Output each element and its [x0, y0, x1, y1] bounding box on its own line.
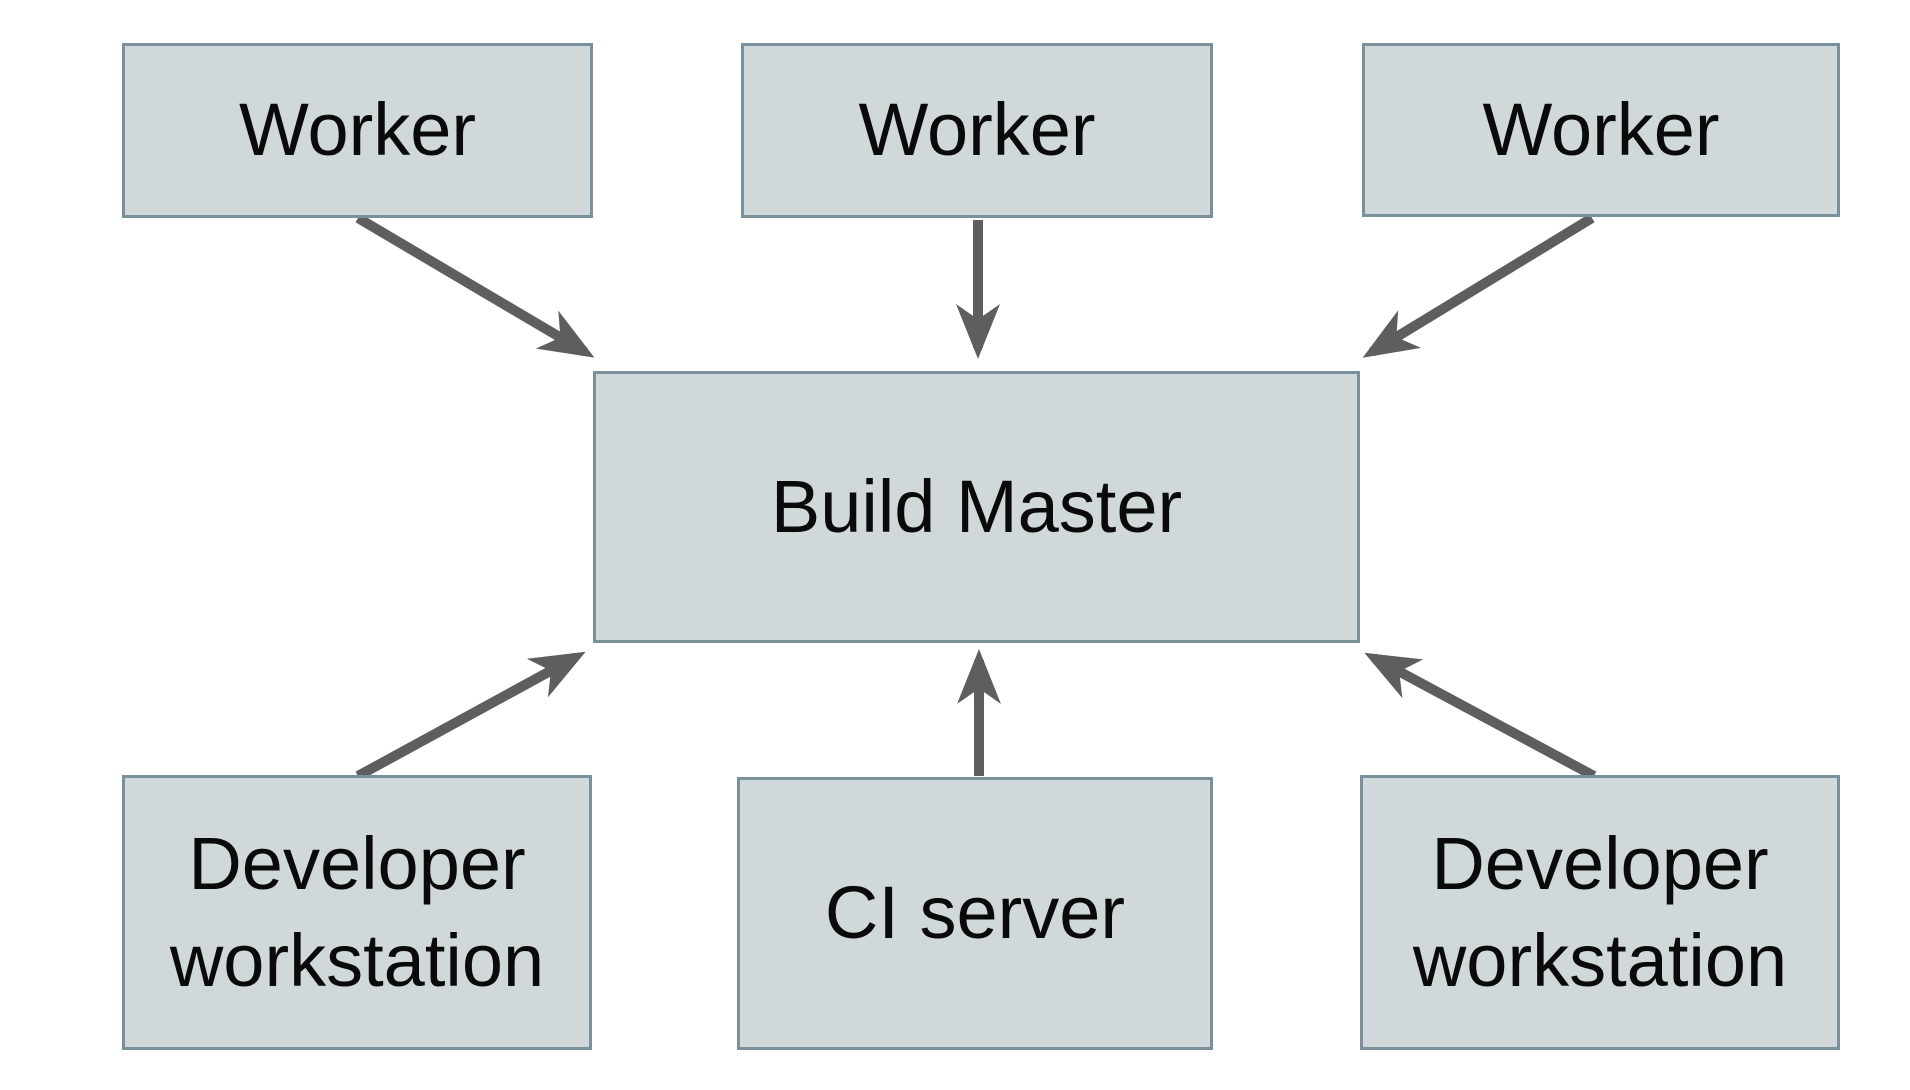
node-worker-top-center: Worker	[741, 43, 1213, 218]
node-worker-top-left: Worker	[122, 43, 593, 218]
node-ci-server-label: CI server	[824, 871, 1126, 955]
node-build-master: Build Master	[593, 371, 1360, 643]
arrow-worker-left-to-build-master	[355, 213, 595, 358]
arrow-dev-left-to-build-master	[355, 651, 586, 781]
node-worker-top-right: Worker	[1362, 43, 1840, 217]
node-dev-workstation-right: Developer workstation	[1360, 775, 1840, 1050]
node-dev-workstation-left-label: Developer workstation	[169, 822, 545, 1002]
node-worker-top-right-label: Worker	[1482, 87, 1720, 171]
node-dev-workstation-left: Developer workstation	[122, 775, 592, 1050]
node-dev-workstation-right-label: Developer workstation	[1412, 822, 1788, 1002]
node-build-master-label: Build Master	[770, 464, 1183, 548]
node-worker-top-center-label: Worker	[858, 88, 1096, 172]
node-worker-top-left-label: Worker	[238, 88, 477, 172]
node-ci-server: CI server	[737, 777, 1213, 1050]
arrow-dev-right-to-build-master	[1364, 652, 1597, 781]
arrow-worker-right-to-build-master	[1362, 213, 1595, 358]
